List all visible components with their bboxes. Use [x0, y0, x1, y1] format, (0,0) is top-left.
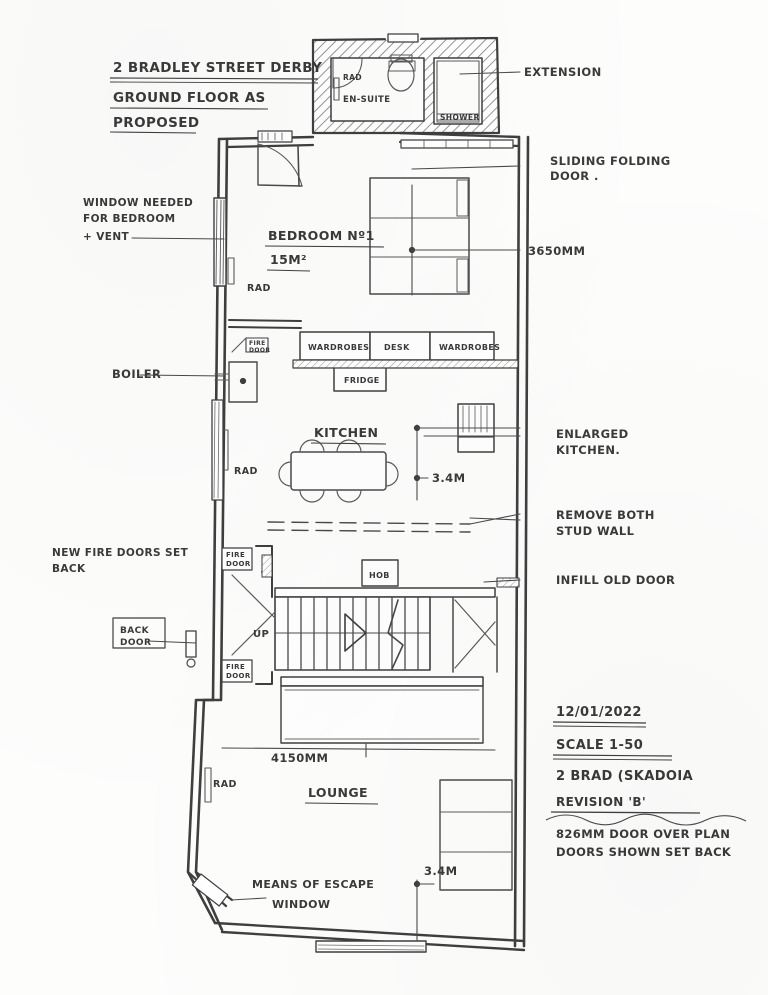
- annotation-escape-line-1: MEANS OF ESCAPE: [252, 878, 374, 891]
- annotation-window-needed-line-2: FOR BEDROOM: [83, 213, 176, 225]
- wardrobes-right-label: WARDROBES: [439, 343, 500, 352]
- kitchen-area: [211, 399, 521, 533]
- up-arrow-label: UP: [253, 629, 269, 640]
- fire-door-mid-label-1: FIRE: [249, 340, 266, 347]
- annotation-new-fire-doors-line-1: NEW FIRE DOORS SET: [52, 547, 189, 559]
- house-outline: [186, 131, 530, 952]
- means-of-escape-window: [186, 870, 234, 908]
- annotation-sliding-door-line-2: DOOR .: [550, 169, 599, 183]
- title-block-date: 12/01/2022: [556, 705, 642, 720]
- kitchen-name: KITCHEN: [314, 425, 378, 440]
- annotation-boiler: BOILER: [112, 367, 161, 381]
- title-block-scale: SCALE 1-50: [556, 738, 643, 753]
- annotation-sliding-door-line-1: SLIDING FOLDING: [550, 154, 671, 168]
- annotation-new-fire-doors-line-2: BACK: [52, 563, 86, 575]
- room-label-bedroom1: BEDROOM Nº1 15M²: [264, 228, 385, 272]
- fire-door-top-label-1: FIRE: [226, 551, 245, 559]
- bedroom-1-area: [213, 130, 514, 329]
- title-block-note-2: DOORS SHOWN SET BACK: [556, 845, 732, 859]
- title-block-note-1: 826MM DOOR OVER PLAN: [556, 827, 730, 841]
- dimension-lounge-width-label: 4150MM: [271, 751, 328, 765]
- rad-lounge-label: RAD: [213, 779, 237, 790]
- hob-label: HOB: [369, 571, 390, 580]
- title-line-3: PROPOSED: [113, 115, 200, 131]
- lounge-name: LOUNGE: [308, 785, 368, 800]
- bedroom1-name: BEDROOM Nº1: [268, 228, 375, 243]
- dimension-bedroom-width: [408, 184, 521, 296]
- fire-door-low-label-2: DOOR: [226, 672, 251, 680]
- back-door-label-2: DOOR: [120, 638, 151, 648]
- drawing-title: 2 BRADLEY STREET DERBY GROUND FLOOR AS P…: [109, 60, 322, 134]
- room-label-lounge: LOUNGE: [304, 785, 379, 805]
- fire-door-low-label-1: FIRE: [226, 663, 245, 671]
- wardrobes-left-label: WARDROBES: [308, 343, 369, 352]
- annotation-enlarged-kitchen-line-1: ENLARGED: [556, 427, 629, 441]
- annotation-remove-stud-line-1: REMOVE BOTH: [556, 508, 655, 522]
- extension-block: [311, 33, 501, 135]
- fire-door-mid-label-2: DOOR: [249, 347, 270, 354]
- back-door-label-1: BACK: [120, 626, 150, 636]
- bedroom1-area: 15M²: [270, 252, 307, 267]
- desk-label: DESK: [384, 343, 410, 352]
- rad-ensuite-label: RAD: [343, 73, 362, 82]
- lounge-area: [186, 676, 513, 953]
- annotation-infill-old-door: INFILL OLD DOOR: [556, 573, 675, 587]
- fridge-label: FRIDGE: [344, 376, 380, 385]
- bedroom-window: [213, 197, 227, 287]
- shower-label: SHOWER: [440, 113, 480, 122]
- dimension-lounge-depth-label: 3.4M: [424, 864, 457, 878]
- title-line-2: GROUND FLOOR AS: [113, 90, 266, 106]
- room-label-kitchen: KITCHEN: [310, 425, 387, 445]
- dimension-bedroom-width-label: 3650MM: [528, 244, 585, 258]
- stairs-hall-area: [185, 545, 520, 685]
- wardrobe-desk-run: [214, 331, 519, 403]
- annotation-remove-stud-line-2: STUD WALL: [556, 524, 635, 538]
- dimension-kitchen-width-label: 3.4M: [432, 471, 465, 485]
- leader-lines: [112, 71, 521, 901]
- annotation-escape-line-2: WINDOW: [272, 898, 330, 911]
- annotation-window-needed-line-3: + VENT: [83, 231, 130, 243]
- title-block: 12/01/2022 SCALE 1-50 2 BRAD (SKADOIA RE…: [545, 705, 747, 859]
- annotation-window-needed-line-1: WINDOW NEEDED: [83, 197, 193, 209]
- fire-door-top-label-2: DOOR: [226, 560, 251, 568]
- title-line-1: 2 BRADLEY STREET DERBY: [113, 60, 322, 76]
- rad-hall-label: RAD: [234, 466, 258, 477]
- ensuite-label: EN-SUITE: [343, 95, 390, 105]
- rad-bedroom-label: RAD: [247, 283, 271, 294]
- title-block-revision: REVISION 'B': [556, 795, 646, 809]
- annotation-extension: EXTENSION: [524, 65, 602, 79]
- annotation-enlarged-kitchen-line-2: KITCHEN.: [556, 443, 620, 457]
- title-block-project-ref: 2 BRAD (SKADOIA: [556, 769, 693, 784]
